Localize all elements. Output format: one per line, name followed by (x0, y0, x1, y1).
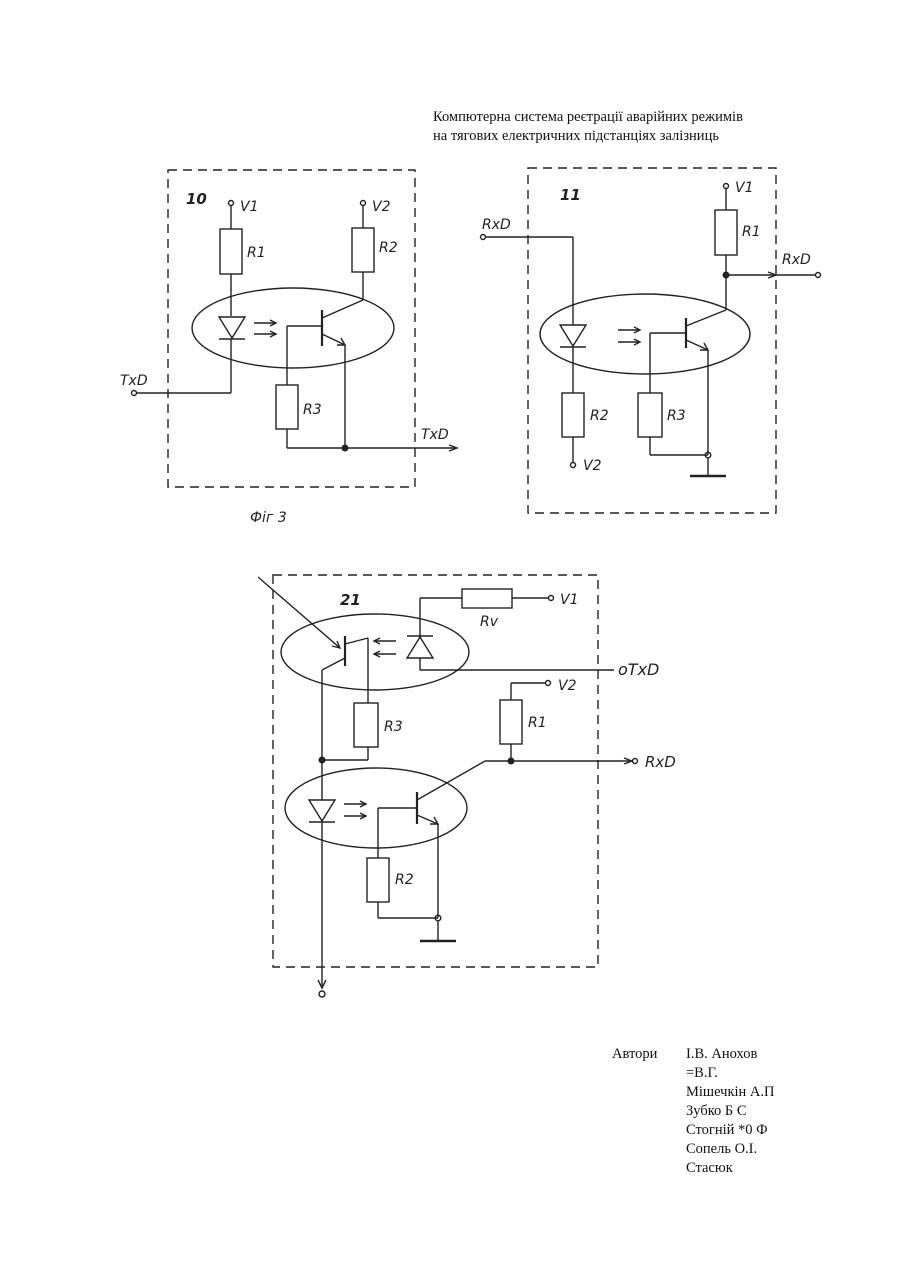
fig21-number: 21 (340, 591, 361, 609)
fig10-v2-terminal (361, 201, 366, 206)
fig21-r3-resistor (354, 703, 378, 747)
fig10-txd-input-terminal (132, 391, 137, 396)
fig10-r3-label: R3 (303, 402, 322, 418)
fig11-v2-label: V2 (583, 458, 602, 474)
fig11-led-diode (560, 325, 586, 346)
author-name: Мішечкін А.П (686, 1083, 774, 1102)
fig10-optocoupler (192, 288, 394, 368)
fig21-r1-resistor (500, 700, 522, 744)
fig11-dashed-frame (528, 168, 776, 513)
fig10-r1-label: R1 (247, 245, 266, 261)
fig10-dashed-frame (168, 170, 415, 487)
fig11-r1-label: R1 (742, 224, 761, 240)
fig11-number: 11 (560, 186, 581, 204)
figure-21: 21 Rv V1 oTxD R3 V2 (258, 575, 676, 997)
fig11-rxd-output-terminal (816, 273, 821, 278)
fig21-rxd-label: RxD (645, 753, 676, 771)
fig21-v2-terminal (546, 681, 551, 686)
authors-label: Автори (612, 1045, 657, 1064)
author-name: Стогній *0 Ф (686, 1121, 774, 1140)
fig10-txd-output-label: TxD (421, 427, 449, 443)
fig10-v2-label: V2 (372, 199, 391, 215)
fig11-rxd-input-label: RxD (482, 217, 511, 233)
fig21-lower-optocoupler (285, 768, 467, 848)
author-name: Стасюк (686, 1159, 774, 1178)
fig11-r2-resistor (562, 393, 584, 437)
fig10-number: 10 (186, 190, 207, 208)
fig11-r1-resistor (715, 210, 737, 255)
fig11-optocoupler (540, 294, 750, 374)
author-name: Сопель О.І. (686, 1140, 774, 1159)
fig11-v1-terminal (724, 184, 729, 189)
fig10-r1-resistor (220, 229, 242, 274)
fig10-r2-resistor (352, 228, 374, 272)
fig11-v1-label: V1 (735, 180, 753, 196)
author-name: І.В. Анохов (686, 1045, 774, 1064)
fig11-rxd-output-label: RxD (782, 252, 811, 268)
author-name: Зубко Б С (686, 1102, 774, 1121)
figure-10: 10 V1 R1 TxD V2 R2 (120, 170, 457, 526)
fig21-upper-led (407, 637, 433, 658)
fig21-txd-label: oTxD (618, 660, 659, 679)
fig21-lower-led (309, 800, 335, 821)
fig10-led-diode (219, 317, 245, 338)
fig21-bottom-terminal (319, 991, 325, 997)
fig21-v1-terminal (549, 596, 554, 601)
fig21-v2-label: V2 (558, 678, 577, 694)
author-name: =В.Г. (686, 1064, 774, 1083)
fig21-r3-label: R3 (384, 719, 403, 735)
fig10-caption: Фіг 3 (250, 510, 287, 526)
fig10-txd-input-label: TxD (120, 373, 148, 389)
fig21-r1-label: R1 (528, 715, 547, 731)
fig11-r3-label: R3 (667, 408, 686, 424)
fig10-v1-terminal (229, 201, 234, 206)
fig10-r3-resistor (276, 385, 298, 429)
fig21-upper-optocoupler (281, 614, 469, 690)
fig11-r2-label: R2 (590, 408, 609, 424)
figure-11: 11 RxD V1 R1 RxD R2 (481, 168, 821, 513)
authors-list: І.В. Анохов =В.Г. Мішечкін А.П Зубко Б С… (686, 1045, 774, 1178)
fig10-v1-label: V1 (240, 199, 258, 215)
fig21-r2-resistor (367, 858, 389, 902)
fig11-r3-resistor (638, 393, 662, 437)
fig21-r2-label: R2 (395, 872, 414, 888)
fig11-rxd-input-terminal (481, 235, 486, 240)
fig21-rv-label: Rv (480, 614, 499, 630)
fig21-v1-label: V1 (560, 592, 578, 608)
fig10-r2-label: R2 (379, 240, 398, 256)
fig21-rv-resistor (462, 589, 512, 608)
fig11-v2-terminal (571, 463, 576, 468)
